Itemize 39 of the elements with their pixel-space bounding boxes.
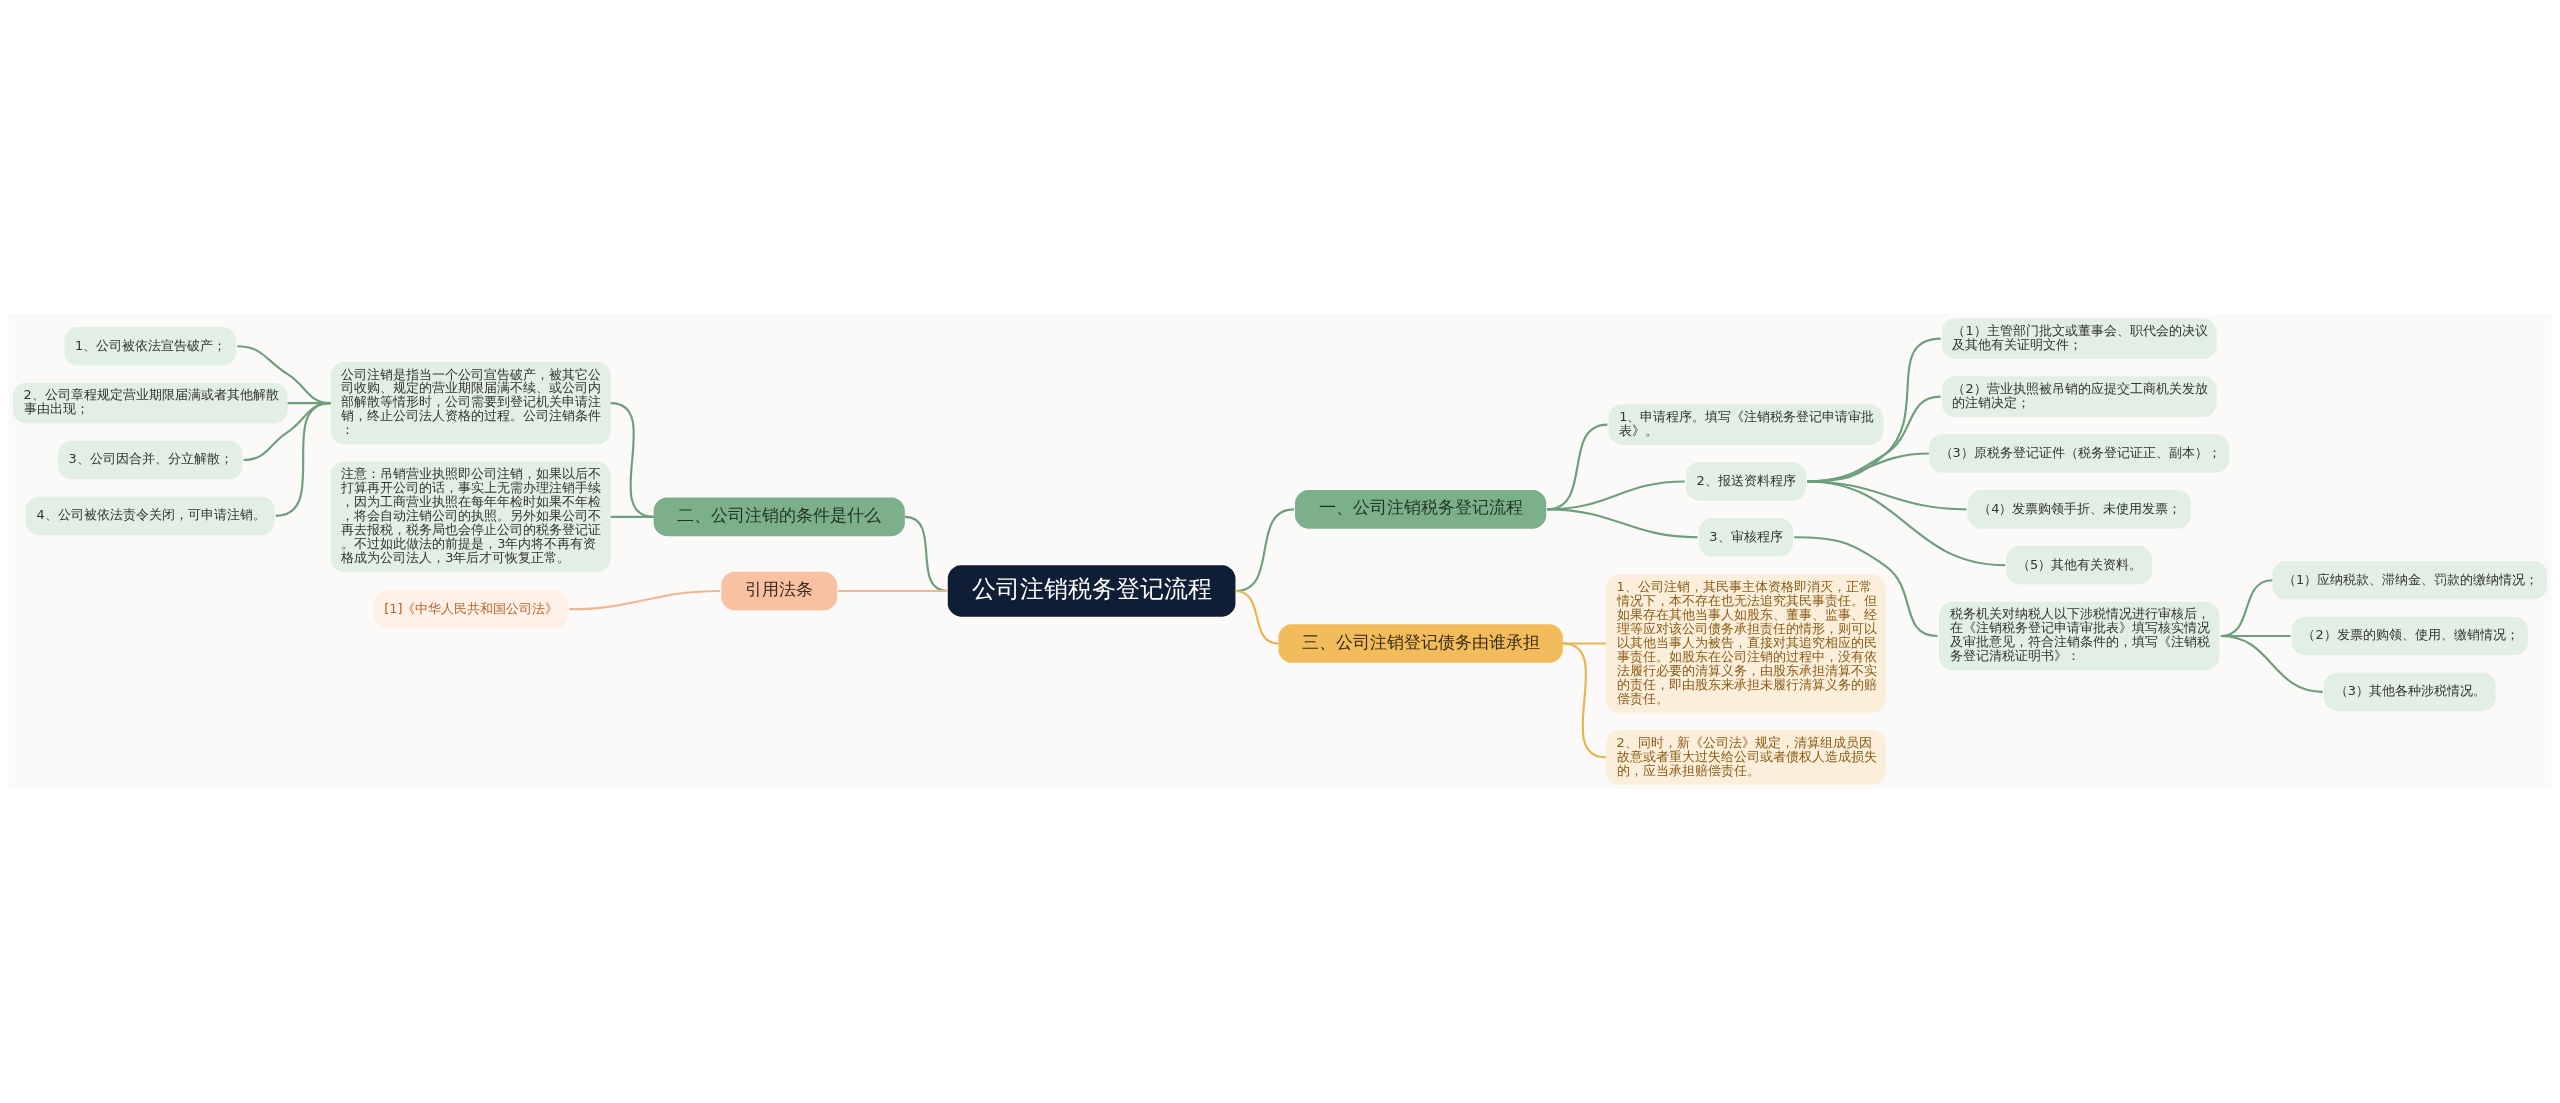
node-box: 2、报送资料程序 [1685,462,1806,501]
node-box: [1]《中华人民共和国公司法》 [373,589,568,629]
node-box: 税务机关对纳税人以下涉税情况进行审核后，在《注销税务登记申请审批表》填写核实情况及审批意见，符合注销条件的，填写《注销税务登记清税证明书》： [1939,601,2220,671]
node-box: 3、公司因合并、分立解散； [57,440,243,480]
connector [838,589,948,593]
connector [1562,642,1606,645]
node-box: （1）应纳税款、滞纳金、罚款的缴纳情况； [2272,560,2548,600]
node-box: 一、公司注销税务登记流程 [1295,490,1547,529]
connector [275,402,331,517]
connector [1547,508,1698,539]
node-box: 3、审核程序 [1698,517,1794,557]
node-box: 公司注销是指当一个公司宣告破产，被其它公司收购、规定的营业期限届满不续、或公司内部解散等情形时，公司需要到登记机关申请注销，终止公司法人资格的过程。公司注销条件： [330,361,611,445]
connector [610,402,654,518]
node-box: 1、公司注销，其民事主体资格即消灭，正常情况下，本不存在也无法追究其民事责任。但如果存在其他当事人如股东、董事、监事、经理等应对该公司债务承担责任的情形，则可以以其他当事人为被告，直接对其追究相应的民事责任。如股东在公司注销的过程中，没有依法履行必要的清算义务，由股东承担清算不实的责任，即由股东来承担未履行清算义务的赔偿责任。 [1605,574,1886,713]
node-box: （2）营业执照被吊销的应提交工商机关发放的注销决定； [1941,376,2217,418]
node-box: 引用法条 [721,571,838,611]
node-box: 二、公司注销的条件是什么 [653,497,905,537]
node-box: 1、公司被依法宣告破产； [64,326,237,366]
node-box: 三、公司注销登记债务由谁承担 [1278,624,1563,663]
node-box: 4、公司被依法责令关闭，可申请注销。 [25,496,275,536]
node-box: 公司注销税务登记流程 [947,565,1236,617]
connector [904,515,948,592]
connector [1235,589,1279,645]
node-box: （5）其他有关资料。 [2006,545,2153,585]
node-box: 2、同时，新《公司法》规定，清算组成员因故意或者重大过失给公司或者债权人造成损失的，应当承担赔偿责任。 [1605,729,1886,785]
connector [1562,642,1606,759]
connector [2220,634,2323,693]
node-box: （2）发票的购领、使用、缴销情况； [2291,616,2528,656]
node-box: （3）原税务登记证件（税务登记证正、副本）； [1928,434,2230,473]
node-box: 2、公司章程规定营业期限届满或者其他解散事由出现； [12,382,288,424]
node-box: （1）主管部门批文或董事会、职代会的决议及其他有关证明文件； [1941,318,2217,360]
connector [569,589,721,611]
connector [1794,536,1938,638]
connector [610,515,654,518]
node-box: （4）发票购领手折、未使用发票； [1967,490,2191,529]
node-box: 1、申请程序。填写《注销税务登记申请审批表》。 [1608,404,1884,445]
node-box: 注意：吊销营业执照即公司注销，如果以后不打算再开公司的话，事实上无需办理注销手续，因为工商营业执照在每年年检时如果不年检，将会自动注销公司的执照。另外如果公司不再去报税，税务局也会停止公司的税务登记证。不过如此做法的前提是，3年内将不再有资格成为公司法人，3年后才可恢复正常。 [330,461,611,573]
connector [1807,480,2006,567]
node-box: （3）其他各种涉税情况。 [2323,672,2496,712]
